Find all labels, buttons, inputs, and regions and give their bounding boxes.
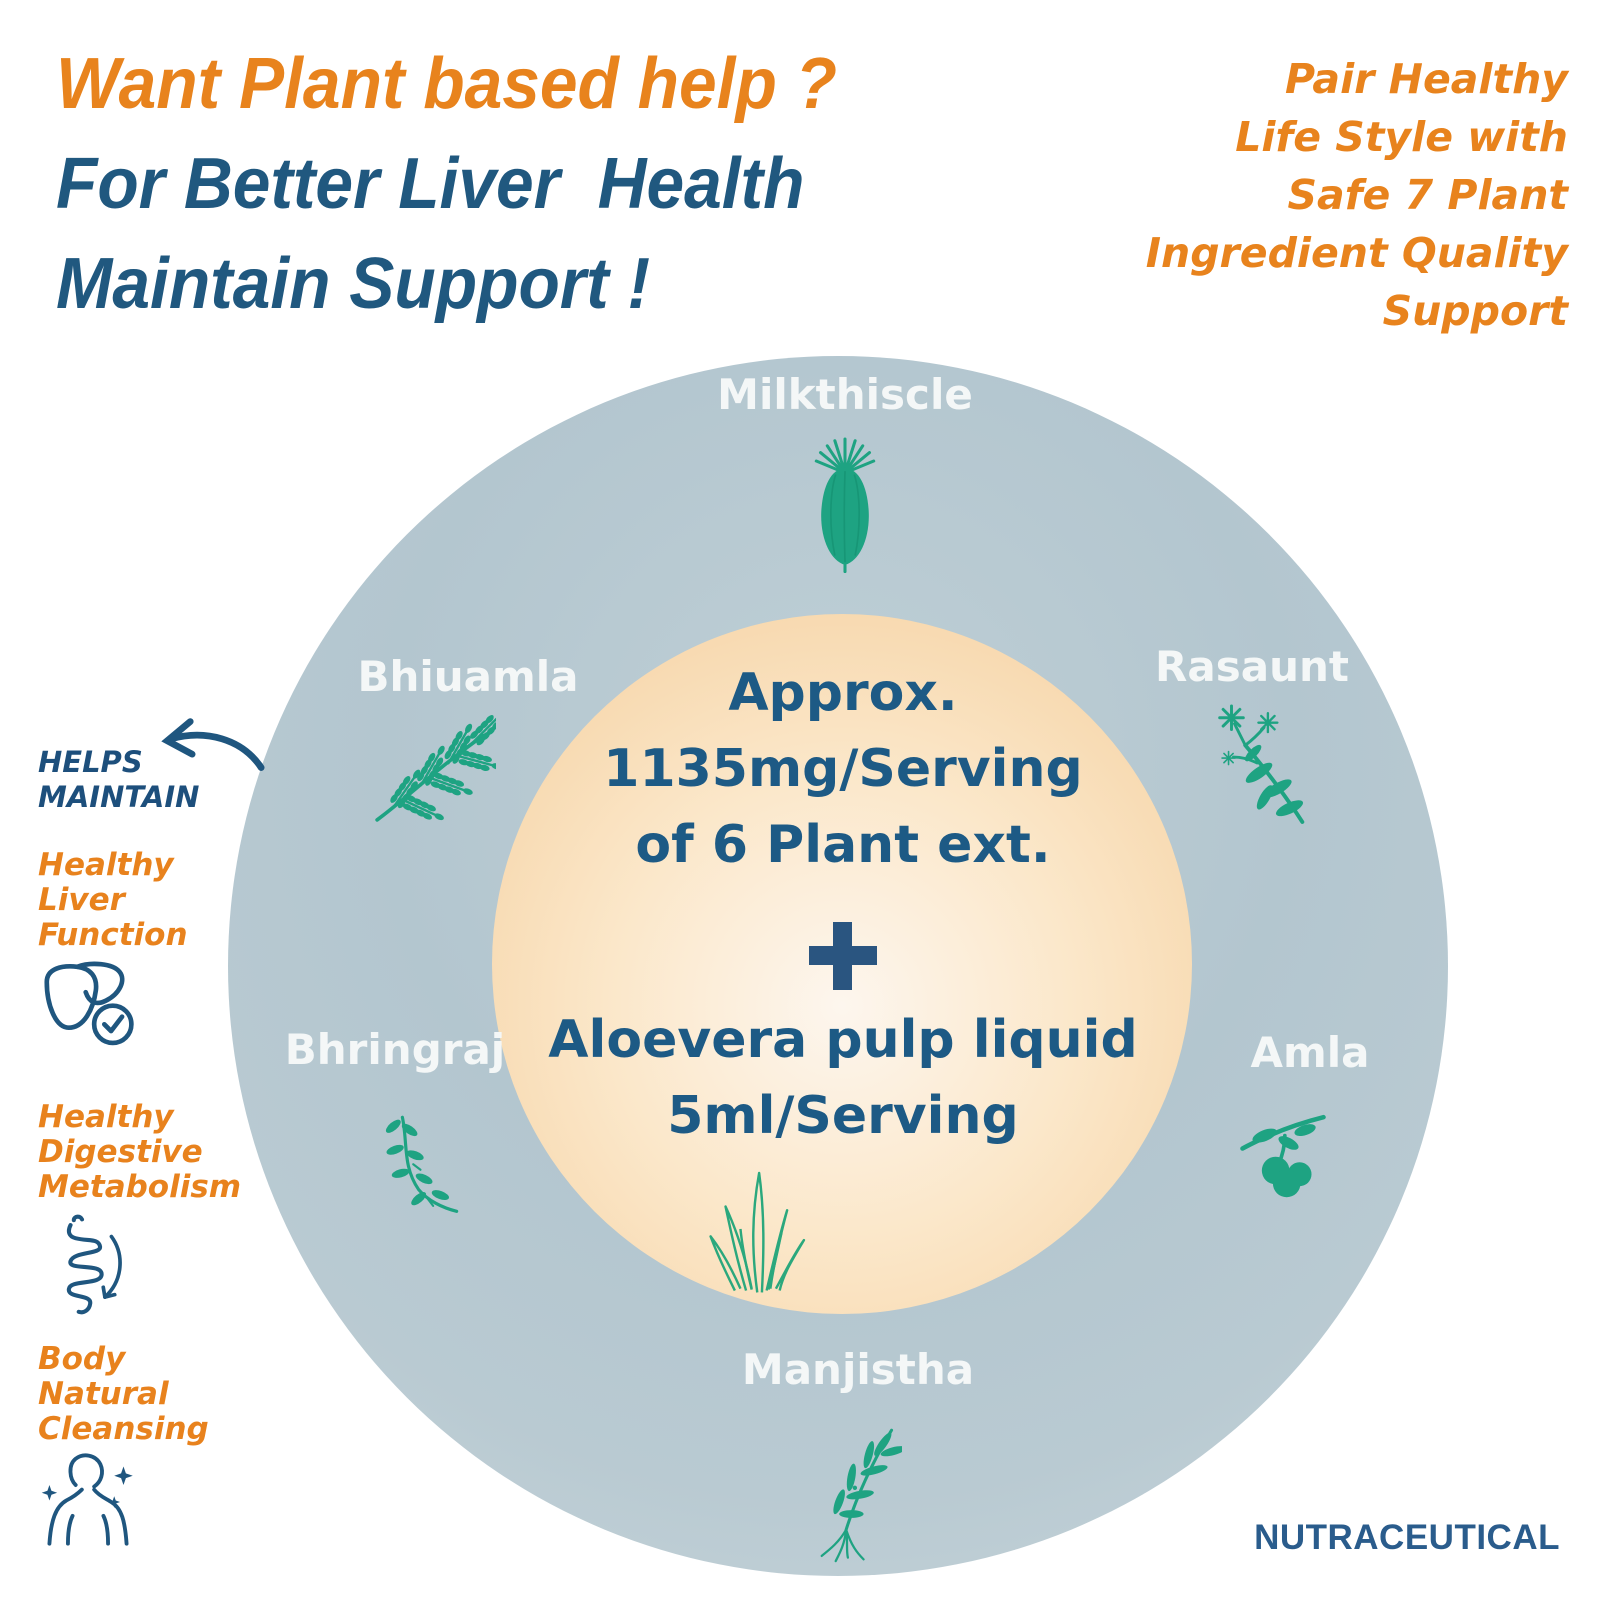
ingredient-label-rasaunt: Rasaunt: [1155, 642, 1349, 691]
plus-sign: [809, 922, 877, 990]
center-line-4: Aloevera pulp liquid: [548, 1010, 1138, 1070]
benefit-line: Cleansing: [38, 1411, 209, 1447]
benefit-line: Digestive: [38, 1134, 203, 1170]
ingredient-label-amla: Amla: [1250, 1028, 1370, 1077]
heading-line-3: Maintain Support !: [56, 244, 651, 324]
bhiuamla-leaves-icon: [368, 704, 511, 835]
tagline-line: Ingredient Quality: [1145, 229, 1568, 277]
tagline-line: Life Style with: [1235, 113, 1568, 161]
rasaunt-flower-icon: [1202, 702, 1320, 834]
benefit-line: Metabolism: [38, 1169, 242, 1205]
brand-nutraceutical: NUTRACEUTICAL: [1254, 1518, 1560, 1557]
benefit-line: Healthy: [38, 1099, 174, 1135]
benefit-line: Function: [38, 917, 188, 953]
center-dose-text: Approx. 1135mg/Serving of 6 Plant ext.: [493, 655, 1193, 883]
center-line-2: 1135mg/Serving: [603, 739, 1083, 799]
center-line-1: Approx.: [728, 663, 958, 723]
page-title: Want Plant based help ? For Better Liver…: [56, 34, 887, 334]
center-aloevera-text: Aloevera pulp liquid 5ml/Serving: [493, 1002, 1193, 1154]
center-line-3: of 6 Plant ext.: [635, 815, 1051, 875]
amla-berries-icon: [1237, 1108, 1329, 1209]
milk-thistle-icon: [807, 434, 883, 577]
helps-line-2: MAINTAIN: [38, 780, 200, 814]
benefit-line: Body: [38, 1341, 126, 1377]
benefit-digestive-label: Healthy Digestive Metabolism: [38, 1100, 241, 1205]
bhringraj-sprig-icon: [368, 1110, 463, 1227]
heading-line-2: For Better Liver Health: [56, 144, 805, 224]
body-cleanse-icon: [34, 1448, 142, 1552]
tagline-line: Pair Healthy: [1285, 55, 1568, 103]
curved-arrow-icon: [150, 712, 265, 777]
heading-line-1: Want Plant based help ?: [56, 44, 837, 124]
tagline-line: Support: [1382, 287, 1568, 335]
aloe-vera-icon: [705, 1158, 817, 1302]
manjistha-plant-icon: [806, 1418, 906, 1570]
ingredient-label-bhringraj: Bhringraj: [284, 1025, 506, 1074]
benefit-line: Liver: [38, 882, 125, 918]
helps-maintain-label: HELPS MAINTAIN: [38, 745, 199, 815]
tagline: Pair Healthy Life Style with Safe 7 Plan…: [1008, 50, 1568, 340]
liver-check-icon: [40, 960, 150, 1057]
benefit-line: Healthy: [38, 847, 174, 883]
benefit-line: Natural: [38, 1376, 169, 1412]
ingredient-label-manjistha: Manjistha: [741, 1345, 975, 1394]
center-line-5: 5ml/Serving: [667, 1086, 1019, 1146]
tagline-line: Safe 7 Plant: [1287, 171, 1568, 219]
ingredient-label-milkthiscle: Milkthiscle: [717, 370, 973, 419]
helps-line-1: HELPS: [38, 745, 143, 779]
intestine-icon: [46, 1212, 136, 1326]
ingredient-label-bhiuamla: Bhiuamla: [357, 652, 579, 701]
benefit-cleansing-label: Body Natural Cleansing: [38, 1342, 209, 1447]
benefit-liver-label: Healthy Liver Function: [38, 848, 188, 953]
